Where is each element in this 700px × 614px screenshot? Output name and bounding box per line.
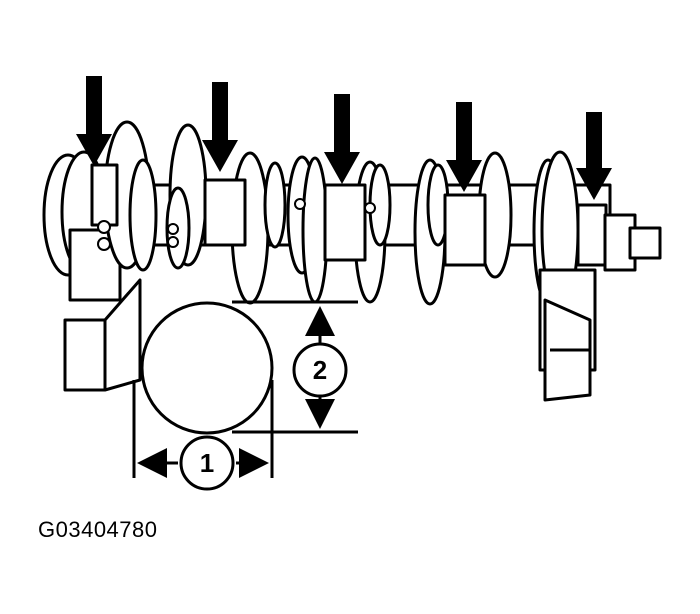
crankshaft bbox=[42, 120, 662, 402]
main-journal-3 bbox=[323, 183, 367, 262]
main-journal-1 bbox=[90, 163, 119, 227]
oil-holes bbox=[97, 198, 376, 251]
main-journal-5 bbox=[576, 203, 608, 267]
journal-arrows bbox=[76, 76, 612, 200]
figure-code: G03404780 bbox=[38, 517, 158, 542]
main-journals bbox=[90, 163, 608, 267]
main-journal-2 bbox=[203, 178, 247, 247]
journal-arrow-2 bbox=[202, 82, 238, 172]
journal-arrow-5 bbox=[576, 112, 612, 200]
journal-arrow-4 bbox=[446, 102, 482, 192]
journal-arrow-3 bbox=[324, 94, 360, 184]
callout-2-label: 2 bbox=[313, 355, 327, 385]
main-journal-4 bbox=[443, 193, 487, 267]
journal-cross-section bbox=[132, 300, 358, 478]
callout-2: 2 bbox=[292, 342, 348, 398]
callout-1: 1 bbox=[179, 435, 235, 491]
rear-flange bbox=[538, 213, 662, 402]
callout-1-label: 1 bbox=[200, 448, 214, 478]
journal-arrow-1 bbox=[76, 76, 112, 166]
journal-section-circle bbox=[140, 301, 274, 435]
